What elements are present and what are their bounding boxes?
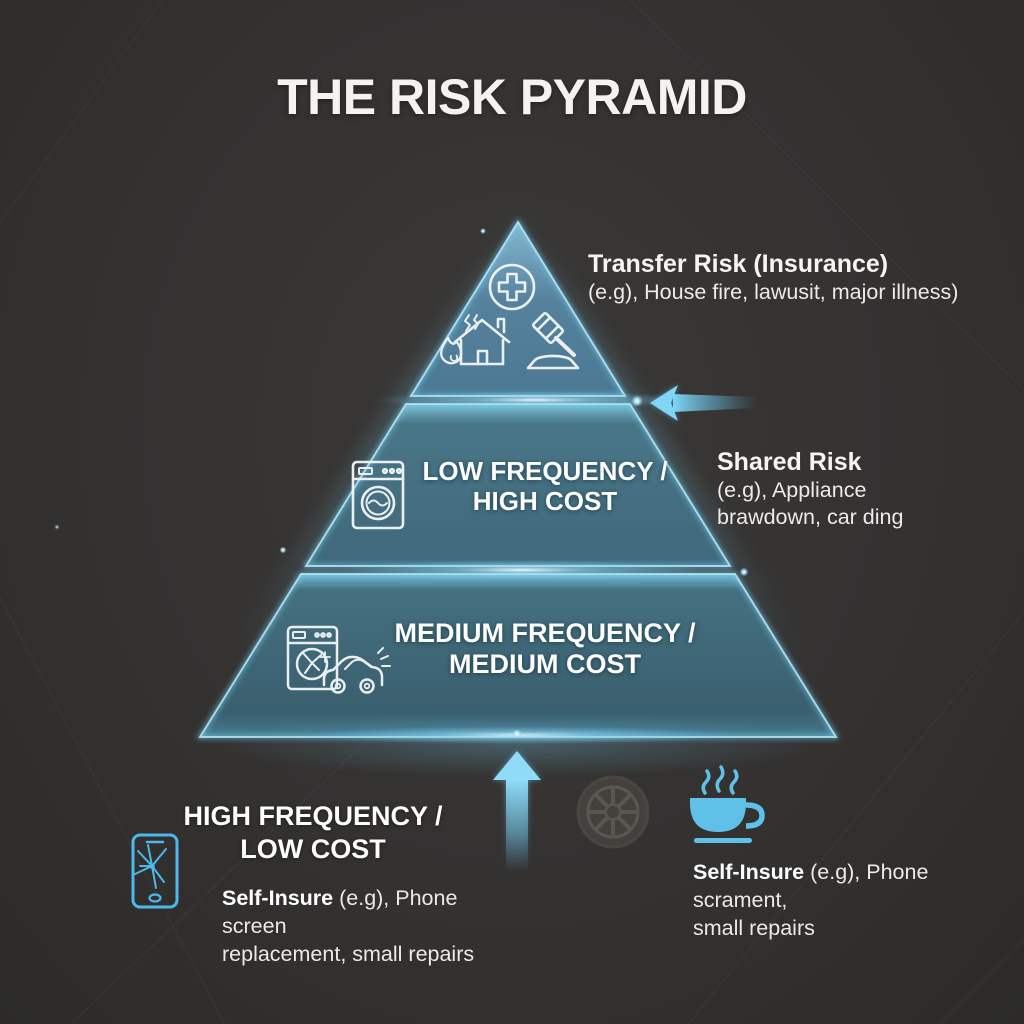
tier-bottom-label: MEDIUM FREQUENCY / MEDIUM COST xyxy=(345,618,745,680)
car-icon xyxy=(322,647,391,694)
tier-boundary-glows xyxy=(218,391,818,777)
glow-dots xyxy=(54,228,749,739)
self-insure-note-right: Self-Insure (e.g), Phone scrament, small… xyxy=(693,858,1003,942)
house-fire-icon xyxy=(440,314,511,366)
high-frequency-heading-line2: LOW COST xyxy=(240,834,386,864)
self-insure-note-left-line2: replacement, small repairs xyxy=(222,942,475,966)
page-title: THE RISK PYRAMID xyxy=(277,69,747,125)
gavel-icon xyxy=(526,311,580,370)
tier-bottom-label-line1: MEDIUM FREQUENCY / xyxy=(394,618,696,648)
self-insure-note-left-line1: Self-Insure (e.g), Phone screen xyxy=(222,884,522,940)
tier-middle-label: LOW FREQUENCY / HIGH COST xyxy=(355,456,735,516)
transfer-risk-title: Transfer Risk (Insurance) xyxy=(588,250,889,278)
self-insure-note-left-bold: Self-Insure xyxy=(222,886,334,910)
tire-icon xyxy=(576,775,650,849)
self-insure-note-right-bold: Self-Insure xyxy=(693,860,805,884)
tier-middle-label-line1: LOW FREQUENCY / xyxy=(422,456,668,486)
tier-middle-label-line2: HIGH COST xyxy=(472,486,618,516)
upward-arrow xyxy=(493,751,541,870)
coffee-cup-icon xyxy=(690,765,765,843)
shared-risk-desc-line2: brawdown, car ding xyxy=(717,505,904,529)
self-insure-note-left: Self-Insure (e.g), Phone screen replacem… xyxy=(222,884,522,968)
shared-risk-desc-line1: (e.g), Appliance xyxy=(717,478,867,502)
tier-bottom-label-line2: MEDIUM COST xyxy=(449,649,641,679)
transfer-risk-annotation: Transfer Risk (Insurance) (e.g), House f… xyxy=(588,249,988,306)
shared-risk-title: Shared Risk xyxy=(717,448,862,476)
self-insure-note-right-rest: (e.g), Phone scrament, xyxy=(693,860,929,912)
self-insure-note-left-rest: (e.g), Phone screen xyxy=(222,886,458,938)
washing-machine-icon xyxy=(286,625,339,691)
high-frequency-heading: HIGH FREQUENCY / LOW COST xyxy=(168,800,458,866)
cracked-phone-icon xyxy=(131,833,179,909)
shared-risk-annotation: Shared Risk (e.g), Appliance brawdown, c… xyxy=(717,447,977,531)
medical-cross-icon xyxy=(488,263,536,311)
washing-machine-icon xyxy=(351,460,405,530)
transfer-risk-desc: (e.g), House fire, lawusit, major illnes… xyxy=(588,280,959,304)
self-insure-note-right-line2: small repairs xyxy=(693,916,815,940)
leftward-arrow xyxy=(650,385,755,421)
self-insure-note-right-line1: Self-Insure (e.g), Phone scrament, xyxy=(693,858,1003,914)
high-frequency-heading-line1: HIGH FREQUENCY / xyxy=(183,801,443,831)
